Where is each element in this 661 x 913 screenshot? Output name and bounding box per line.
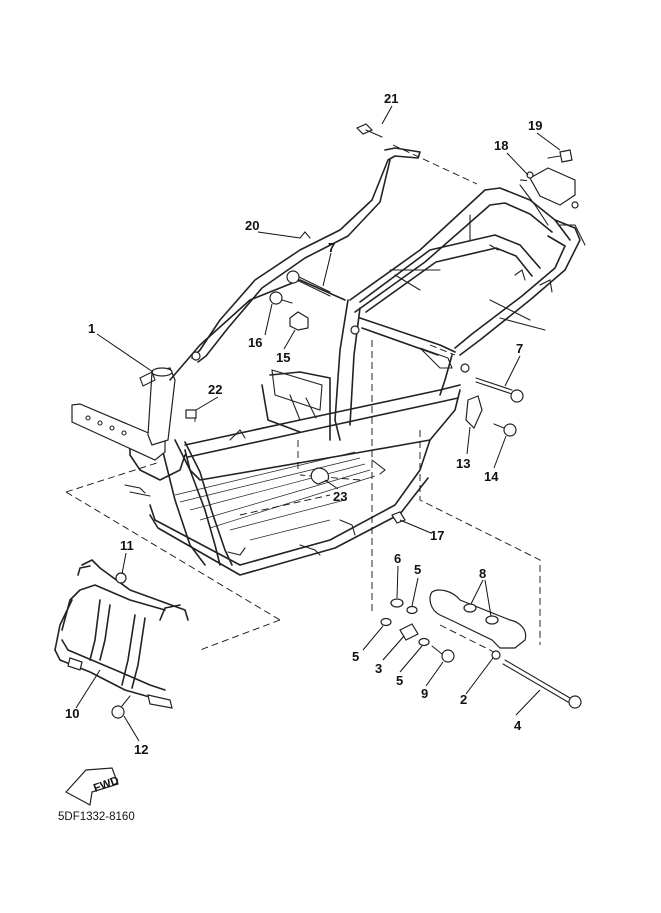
callout-5-left: 5 xyxy=(352,649,359,664)
callout-8: 8 xyxy=(479,566,486,581)
carrier-part xyxy=(54,559,189,709)
upper-bar-part xyxy=(191,147,421,363)
callout-21: 21 xyxy=(384,91,398,106)
callout-9: 9 xyxy=(421,686,428,701)
callout-4: 4 xyxy=(514,718,522,733)
callout-3: 3 xyxy=(375,661,382,676)
callout-23: 23 xyxy=(333,489,347,504)
callout-5-lower: 5 xyxy=(396,673,403,688)
reference-lines xyxy=(65,144,549,656)
leader-lines xyxy=(75,105,561,742)
callout-labels: 21 19 18 20 7 1 16 15 7 22 13 14 23 17 1… xyxy=(65,91,542,757)
callout-22: 22 xyxy=(208,382,222,397)
callout-7-upper: 7 xyxy=(328,240,335,255)
hardware-parts xyxy=(65,123,582,806)
callout-11: 11 xyxy=(120,538,134,553)
callout-13: 13 xyxy=(456,456,470,471)
callout-7-right: 7 xyxy=(516,341,523,356)
callout-19: 19 xyxy=(528,118,542,133)
diagram-code: 5DF1332-8160 xyxy=(58,811,135,823)
callout-15: 15 xyxy=(276,350,290,365)
callout-16: 16 xyxy=(248,335,262,350)
callout-10: 10 xyxy=(65,706,79,721)
callout-14: 14 xyxy=(484,469,499,484)
callout-6: 6 xyxy=(394,551,401,566)
callout-12: 12 xyxy=(134,742,148,757)
callout-1: 1 xyxy=(88,321,95,336)
callout-5-upper: 5 xyxy=(414,562,421,577)
callout-17: 17 xyxy=(430,528,444,543)
callout-20: 20 xyxy=(245,218,259,233)
fwd-arrow-icon xyxy=(65,767,119,806)
callout-2: 2 xyxy=(460,692,467,707)
main-frame xyxy=(71,184,586,576)
callout-18: 18 xyxy=(494,138,508,153)
